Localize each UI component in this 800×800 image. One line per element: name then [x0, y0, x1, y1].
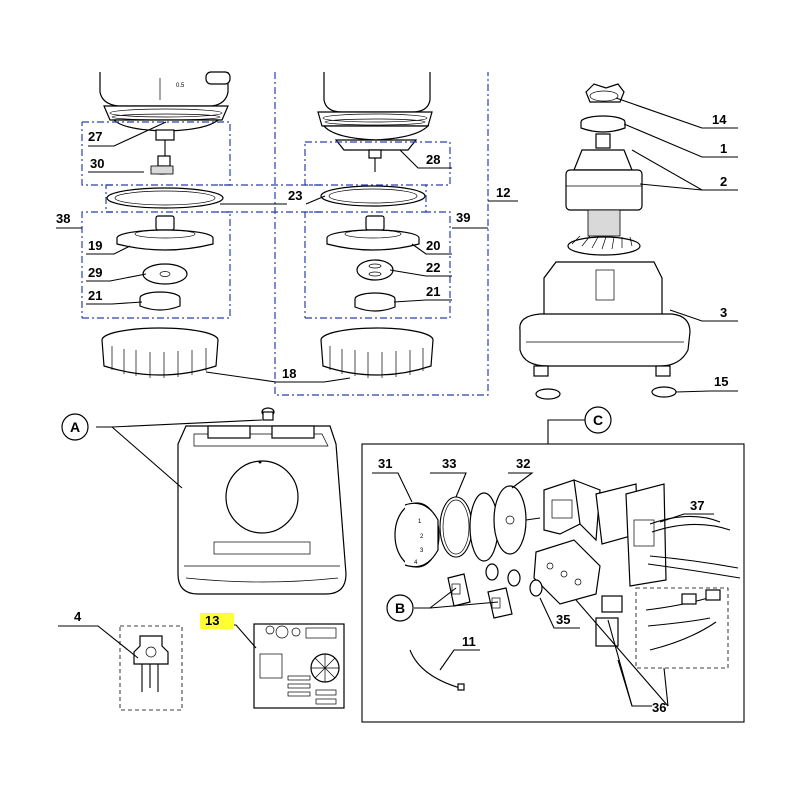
svg-text:4: 4	[414, 560, 418, 566]
label-32: 32	[516, 456, 530, 471]
control-panel-c: 1 2 34	[361, 443, 745, 723]
callout-circle-b	[386, 594, 414, 622]
callout-letter-c: C	[593, 412, 603, 428]
motor-assembly	[519, 83, 691, 400]
callout-letter-b: B	[395, 600, 405, 616]
label-14: 14	[712, 112, 727, 127]
label-11: 11	[462, 634, 476, 649]
jar-right-body	[323, 72, 431, 113]
part-number-labels: 27 30 38 19 29 21 23 28 39 20 22 21 12 1…	[56, 112, 728, 715]
svg-text:1: 1	[418, 519, 422, 525]
label-37: 37	[690, 498, 704, 513]
leader-lines	[56, 97, 738, 707]
highlight-part-13	[200, 613, 234, 629]
svg-text:2: 2	[420, 534, 424, 540]
jar-assembly-left: 0.5	[99, 71, 231, 378]
label-27: 27	[88, 129, 102, 144]
jar-marking: 0.5	[176, 83, 185, 89]
base-housing-a	[177, 407, 347, 595]
label-21-left: 21	[88, 288, 102, 303]
label-20: 20	[426, 238, 440, 253]
svg-text:3: 3	[420, 548, 424, 554]
label-36: 36	[652, 700, 666, 715]
jar-assembly-right	[317, 72, 434, 378]
label-3: 3	[720, 305, 727, 320]
callout-circle-c	[584, 406, 612, 434]
label-15: 15	[714, 374, 728, 389]
label-33: 33	[442, 456, 456, 471]
callout-letter-a: A	[70, 419, 80, 435]
label-13: 13	[205, 613, 219, 628]
label-30: 30	[90, 156, 104, 171]
label-31: 31	[378, 456, 392, 471]
label-19: 19	[88, 238, 102, 253]
switch-part-4	[119, 625, 183, 711]
panel-c-frame	[361, 443, 745, 723]
label-4: 4	[74, 609, 82, 624]
callout-circle-a	[61, 413, 89, 441]
label-1: 1	[720, 141, 727, 156]
label-23: 23	[288, 188, 302, 203]
assembly-boxes	[81, 72, 489, 396]
label-38: 38	[56, 211, 70, 226]
label-21-right: 21	[426, 284, 440, 299]
label-35: 35	[556, 612, 570, 627]
circuit-board-13	[253, 623, 345, 709]
label-12: 12	[496, 185, 510, 200]
label-18: 18	[282, 366, 296, 381]
label-28: 28	[426, 152, 440, 167]
assembly-letter-callouts: A B C	[61, 406, 612, 622]
label-22: 22	[426, 260, 440, 275]
label-29: 29	[88, 265, 102, 280]
label-39: 39	[456, 210, 470, 225]
label-2: 2	[720, 174, 727, 189]
